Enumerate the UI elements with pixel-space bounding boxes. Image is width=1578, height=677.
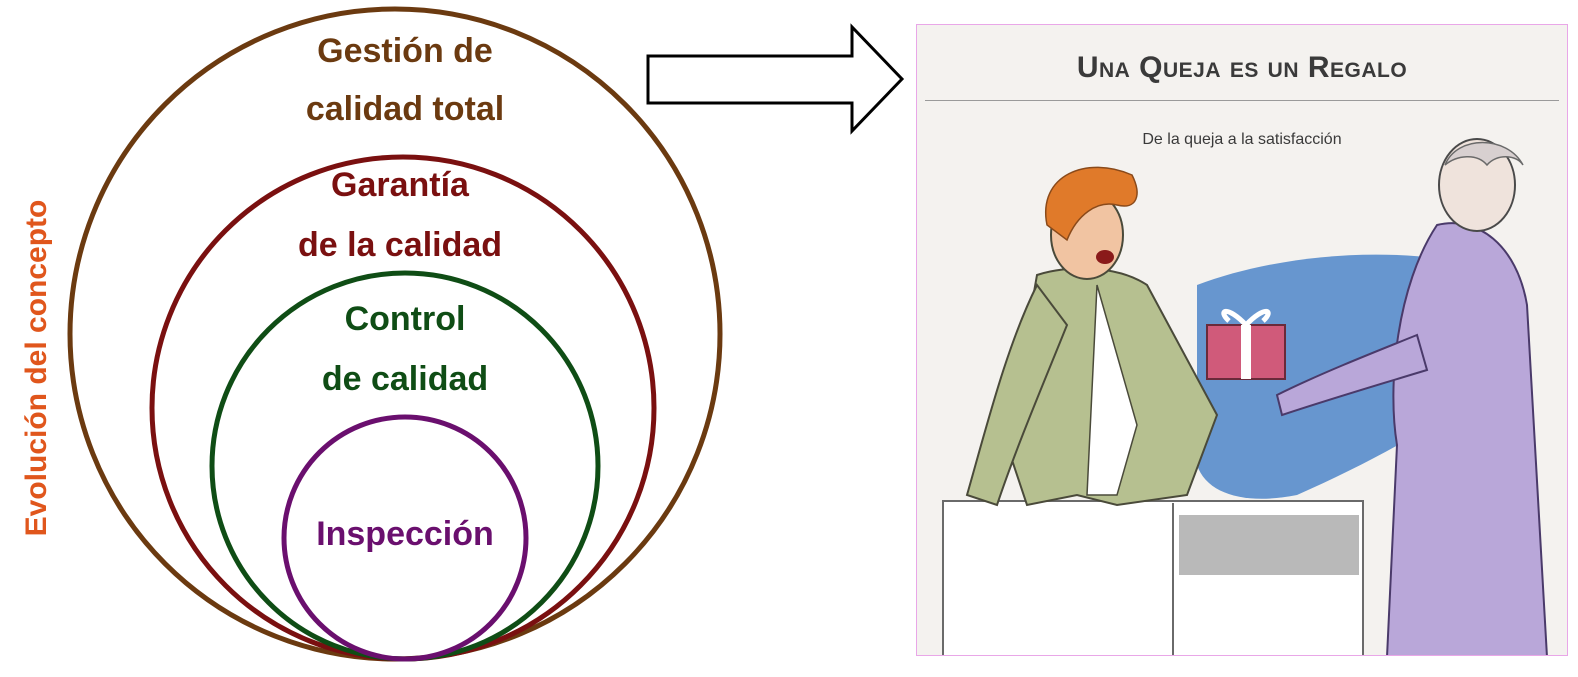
book-subtitle: De la queja a la satisfacción (1142, 131, 1342, 148)
book-title: Una Queja es un Regalo (1076, 51, 1408, 84)
ring-label-assurance-line1: Garantía (331, 166, 470, 204)
book-cover-image: Una Queja es un Regalo De la queja a la … (916, 24, 1568, 656)
ring-label-inspection: Inspección (316, 515, 494, 553)
title-divider (925, 100, 1559, 101)
complaint-gift-illustration (917, 25, 1567, 655)
ring-label-control-line1: Control (345, 300, 466, 338)
right-arrow-icon (646, 23, 905, 135)
ring-label-total-quality-line2: calidad total (306, 90, 504, 128)
ring-label-control-line2: de calidad (322, 360, 488, 398)
ring-label-assurance-line2: de la calidad (298, 226, 502, 264)
ring-inspection (281, 414, 529, 662)
ring-label-total-quality-line1: Gestión de (317, 32, 493, 70)
